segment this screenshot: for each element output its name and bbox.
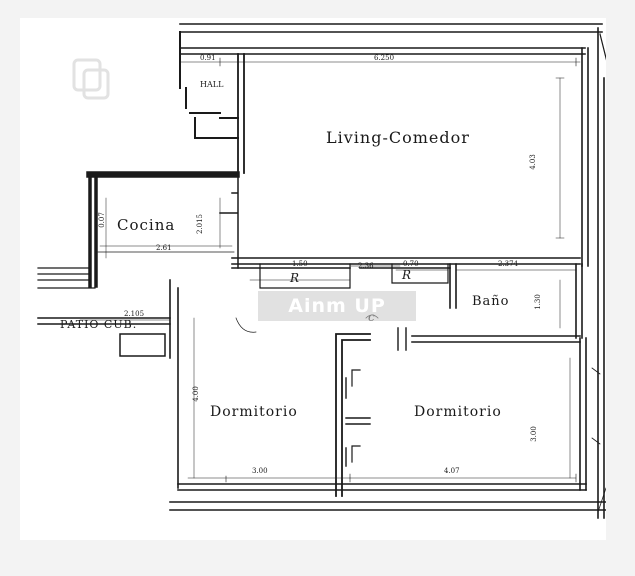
closet-2 [391, 263, 449, 284]
room-label-dormitorio-2: Dormitorio [414, 404, 502, 420]
dim-living-right: 4.03 [528, 154, 537, 170]
dorm-divider [335, 333, 371, 497]
dim-bano-height: 1.30 [533, 294, 542, 310]
dim-mid-small: 2.36 [358, 262, 374, 270]
dim-dorm1-width: 3.00 [252, 467, 268, 475]
hall-walls [179, 31, 239, 139]
room-label-cocina: Cocina [117, 216, 176, 234]
patio-walls [37, 317, 171, 357]
room-label-hall: HALL [200, 80, 224, 89]
dim-closet-1: 1.50 [292, 260, 308, 268]
dim-patio-width: 2.105 [124, 310, 145, 318]
corridor-wall [231, 257, 581, 269]
dim-cocina-left: 0.07 [97, 212, 106, 228]
room-label-patio: PATIO CUB. [60, 318, 138, 331]
dim-dorm1-height: 4.00 [191, 386, 200, 402]
bathroom-walls [449, 263, 583, 339]
dim-dorm2-width: 4.07 [444, 467, 460, 475]
closet-mark-2: R [402, 268, 413, 282]
dim-closet-2: 0.70 [403, 260, 419, 268]
dim-top-left: 0.91 [200, 54, 216, 62]
room-label-dormitorio-1: Dormitorio [210, 404, 298, 420]
dim-cocina-right: 2.015 [196, 213, 205, 235]
room-label-bano: Baño [472, 294, 510, 309]
watermark-banner: Ainm UP [258, 291, 416, 321]
dim-dorm2-height: 3.00 [529, 426, 538, 442]
dim-top-main: 6.250 [374, 54, 395, 62]
closet-1 [259, 263, 351, 289]
closet-mark-1: R [290, 271, 301, 285]
floor-plan-sheet: Living-Comedor HALL Cocina Baño Dormitor… [20, 18, 606, 540]
room-label-living: Living-Comedor [326, 128, 470, 147]
living-left-wall [237, 53, 245, 174]
dim-bano-width: 2.374 [498, 260, 519, 268]
dim-cocina-bottom: 2.61 [156, 244, 172, 252]
outer-wall-right [581, 27, 605, 519]
outer-wall-bottom [169, 483, 606, 511]
floor-plan-drawing [37, 23, 606, 519]
outer-wall-top [179, 23, 603, 55]
kitchen-walls [86, 171, 240, 288]
dimension-lines [79, 61, 581, 479]
logo-mark [72, 58, 110, 100]
